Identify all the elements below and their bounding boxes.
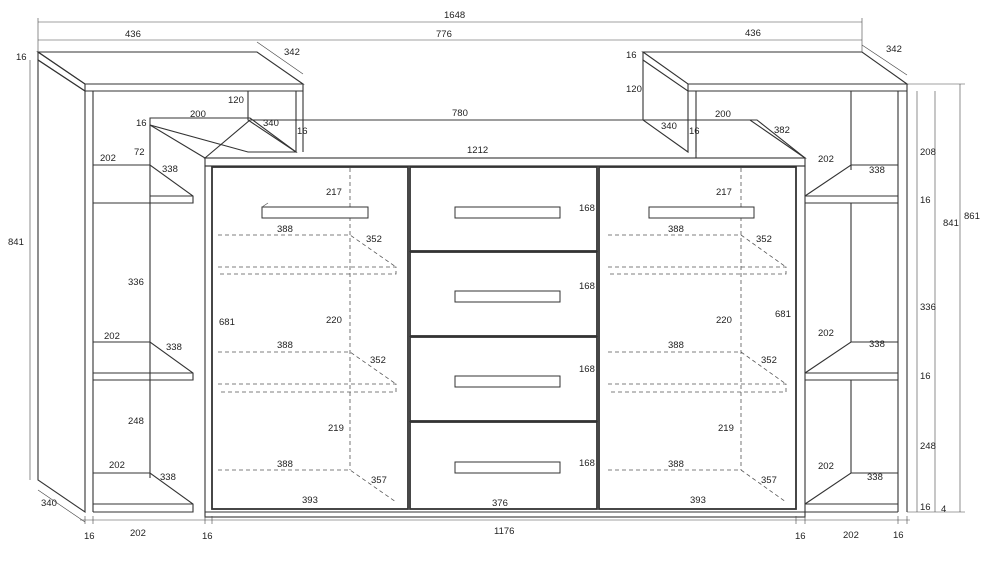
dim-drawer-1: 168 [579, 203, 595, 214]
dim-left-riser-height: 120 [228, 95, 244, 106]
dim-right-top-width: 436 [745, 28, 761, 39]
dim-ld-width-mid: 388 [277, 340, 293, 351]
dimension-labels: 1648 436 342 776 436 342 16 16 841 841 8… [8, 10, 980, 542]
central-cabinet [203, 119, 807, 518]
dim-rd-width-mid: 388 [668, 340, 684, 351]
dim-right-top-depth: 342 [886, 44, 902, 55]
dim-right-step-depth: 382 [774, 125, 790, 136]
left-door-handle [261, 202, 369, 219]
dim-right-riser-height: 120 [626, 84, 642, 95]
dim-right-inner-height: 841 [943, 218, 959, 229]
dim-bottom-left-16b: 16 [202, 531, 213, 542]
dim-left-step-width: 200 [190, 109, 206, 120]
dim-rd-depth-bot: 357 [761, 475, 777, 486]
dim-rd-depth-mid: 352 [761, 355, 777, 366]
dim-middle-top: 780 [452, 108, 468, 119]
left-shelf-unit [36, 50, 305, 514]
dim-left-riser-thickness: 16 [297, 126, 308, 137]
drawer-4 [409, 421, 598, 510]
dim-left-shelf-depth-3: 338 [160, 472, 176, 483]
dim-left-base-depth: 340 [41, 498, 57, 509]
dim-ld-height-mid: 220 [326, 315, 342, 326]
dim-left-shelf-gap-top: 72 [134, 147, 145, 158]
dim-ld-base-width: 393 [302, 495, 318, 506]
drawer-1-handle [454, 206, 561, 219]
drawer-1 [409, 166, 598, 252]
dim-drawer-width: 376 [492, 498, 508, 509]
dim-drawer-4: 168 [579, 458, 595, 469]
dim-ld-depth-mid: 352 [370, 355, 386, 366]
drawer-4-handle [454, 461, 561, 474]
dim-right-total-height: 861 [964, 211, 980, 222]
dim-left-top-width: 436 [125, 29, 141, 40]
dim-bottom-right-202: 202 [843, 530, 859, 541]
dim-rd-height-mid: 220 [716, 315, 732, 326]
dim-left-shelf-width-1: 202 [100, 153, 116, 164]
dim-left-shelf-gap-mid: 336 [128, 277, 144, 288]
dim-ld-width-top: 388 [277, 224, 293, 235]
dim-rd-height-top: 217 [716, 187, 732, 198]
dim-bottom-left-202: 202 [130, 528, 146, 539]
dim-rd-door-height: 681 [775, 309, 791, 320]
right-shelf-unit [641, 51, 909, 513]
dim-left-step-thickness: 16 [136, 118, 147, 129]
dim-left-total-height: 841 [8, 237, 24, 248]
dim-bottom-right-16: 16 [795, 531, 806, 542]
dim-ld-height-top: 217 [326, 187, 342, 198]
dim-left-riser-depth: 340 [263, 118, 279, 129]
dim-bottom-right-16b: 16 [893, 530, 904, 541]
dim-drawer-2: 168 [579, 281, 595, 292]
dim-right-gap-16a: 16 [920, 195, 931, 206]
dim-top-thickness-left: 16 [16, 52, 27, 63]
dim-total-width: 1648 [444, 10, 465, 21]
dim-rd-base-width: 393 [690, 495, 706, 506]
dim-right-shelf-depth-1: 338 [869, 165, 885, 176]
dim-right-gap-16c: 16 [920, 502, 931, 513]
dim-right-step-width: 200 [715, 109, 731, 120]
dim-right-gap-bottom: 248 [920, 441, 936, 452]
dim-main-top: 1212 [467, 145, 488, 156]
drawer-3-handle [454, 375, 561, 388]
dim-ld-width-bot: 388 [277, 459, 293, 470]
dim-left-shelf-depth-2: 338 [166, 342, 182, 353]
drawer-2-handle [454, 290, 561, 303]
dim-rd-width-top: 388 [668, 224, 684, 235]
dim-right-gap-top: 208 [920, 147, 936, 158]
dim-rd-height-bot: 219 [718, 423, 734, 434]
dim-right-plinth: 4 [941, 504, 946, 515]
dimension-lines [29, 18, 965, 524]
drawer-3 [409, 336, 598, 422]
right-door-handle [648, 206, 755, 219]
dim-right-gap-mid: 336 [920, 302, 936, 313]
dim-right-shelf-width-1: 202 [818, 154, 834, 165]
left-door [211, 166, 409, 510]
dim-right-shelf-width-3: 202 [818, 461, 834, 472]
dim-left-shelf-width-3: 202 [109, 460, 125, 471]
dim-rd-width-bot: 388 [668, 459, 684, 470]
right-door [598, 166, 797, 510]
dim-right-gap-16b: 16 [920, 371, 931, 382]
dim-left-shelf-width-2: 202 [104, 331, 120, 342]
dim-rd-depth-top: 352 [756, 234, 772, 245]
dim-top-thickness-right: 16 [626, 50, 637, 61]
dim-left-shelf-gap-bottom: 248 [128, 416, 144, 427]
dim-right-shelf-depth-2: 338 [869, 339, 885, 350]
dim-right-shelf-depth-3: 338 [867, 472, 883, 483]
dim-drawer-3: 168 [579, 364, 595, 375]
drawer-2 [409, 251, 598, 337]
dim-center-gap: 776 [436, 29, 452, 40]
dim-bottom-center: 1176 [494, 526, 514, 537]
dim-right-riser-depth: 340 [661, 121, 677, 132]
dim-ld-depth-bot: 357 [371, 475, 387, 486]
dim-ld-depth-top: 352 [366, 234, 382, 245]
dim-right-riser-thickness: 16 [689, 126, 700, 137]
dim-left-top-depth: 342 [284, 47, 300, 58]
dim-left-shelf-depth-1: 338 [162, 164, 178, 175]
dim-ld-height-bot: 219 [328, 423, 344, 434]
dim-bottom-left-16: 16 [84, 531, 95, 542]
dim-right-shelf-width-2: 202 [818, 328, 834, 339]
dim-ld-door-height: 681 [219, 317, 235, 328]
